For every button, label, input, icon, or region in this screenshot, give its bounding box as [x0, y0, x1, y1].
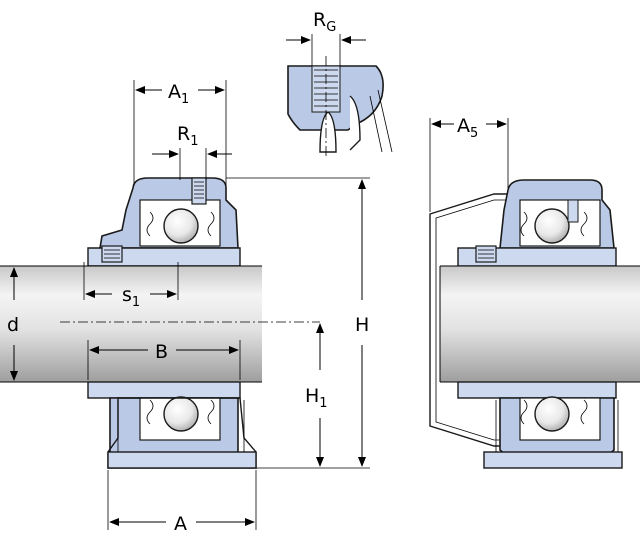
left-view [0, 177, 320, 469]
label-h: H [355, 314, 369, 336]
label-h1: H1 [305, 385, 328, 411]
dimensions-left [6, 80, 370, 530]
grease-nipple [191, 177, 207, 205]
upper-seal-right [207, 211, 215, 237]
right-foot-pad [483, 451, 623, 469]
label-a: A [174, 513, 187, 535]
label-a1: A1 [168, 81, 189, 107]
label-b: B [155, 341, 168, 363]
shaft-right [440, 266, 640, 382]
right-upper-ball [534, 208, 570, 244]
detail-grease-thread [286, 34, 393, 156]
foot-pad [107, 451, 257, 469]
lower-base-plate [87, 381, 241, 399]
label-d: d [7, 314, 19, 336]
lower-ball [163, 396, 199, 432]
label-a5: A5 [457, 115, 478, 141]
shaft-left [0, 266, 262, 382]
label-s1: s1 [122, 284, 140, 310]
dimension-labels: RG A1 R1 A5 s1 d B H H1 A [7, 9, 478, 535]
upper-ball [163, 208, 199, 244]
grease-thread [194, 181, 204, 199]
set-screw-thread [104, 249, 120, 259]
label-rg: RG [313, 9, 336, 35]
right-lower-ball [534, 396, 570, 432]
label-r1: R1 [177, 123, 198, 149]
right-view [429, 118, 640, 469]
upper-seal-left [146, 211, 154, 237]
